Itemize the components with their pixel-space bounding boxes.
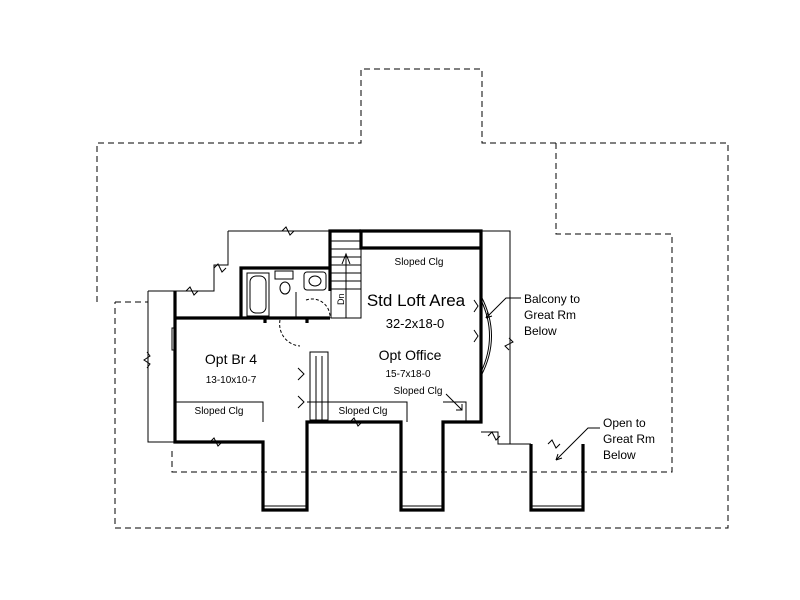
sink — [303, 271, 327, 291]
closet-doors — [297, 299, 479, 421]
stair-label: Dn — [336, 293, 346, 305]
open-note-line3: Below — [603, 448, 636, 462]
bedroom-size: 13-10x10-7 — [206, 375, 257, 386]
balcony-leader — [485, 297, 521, 319]
vanity — [274, 270, 294, 280]
office-size: 15-7x18-0 — [385, 369, 430, 380]
bedroom-name: Opt Br 4 — [205, 351, 257, 367]
balcony-callout: Balcony to Great Rm Below — [524, 292, 580, 338]
balcony-note-line2: Great Rm — [524, 308, 576, 322]
bathtub — [246, 272, 270, 317]
ceiling-note-center: Sloped Clg — [339, 406, 388, 417]
balcony-note-line1: Balcony to — [524, 292, 580, 306]
ceiling-note-right: Sloped Clg — [394, 386, 443, 397]
open-callout: Open to Great Rm Below — [603, 416, 655, 462]
bathroom — [246, 270, 331, 347]
office-name: Opt Office — [379, 347, 442, 363]
ceiling-note-top: Sloped Clg — [395, 257, 444, 268]
slope-arrow — [445, 393, 463, 411]
open-leader — [555, 427, 600, 461]
break-marks — [143, 226, 561, 449]
loft-name: Std Loft Area — [367, 291, 466, 310]
staircase: Dn — [330, 230, 362, 319]
roof-outline — [96, 68, 729, 529]
open-note-line2: Great Rm — [603, 432, 655, 446]
balcony-railing — [480, 295, 492, 377]
open-note-line1: Open to — [603, 416, 646, 430]
exterior-walls — [173, 229, 585, 512]
framing-lines — [147, 230, 583, 507]
loft-size: 32-2x18-0 — [386, 316, 445, 331]
toilet — [279, 281, 291, 295]
balcony-note-line3: Below — [524, 324, 557, 338]
ceiling-note-left: Sloped Clg — [195, 406, 244, 417]
